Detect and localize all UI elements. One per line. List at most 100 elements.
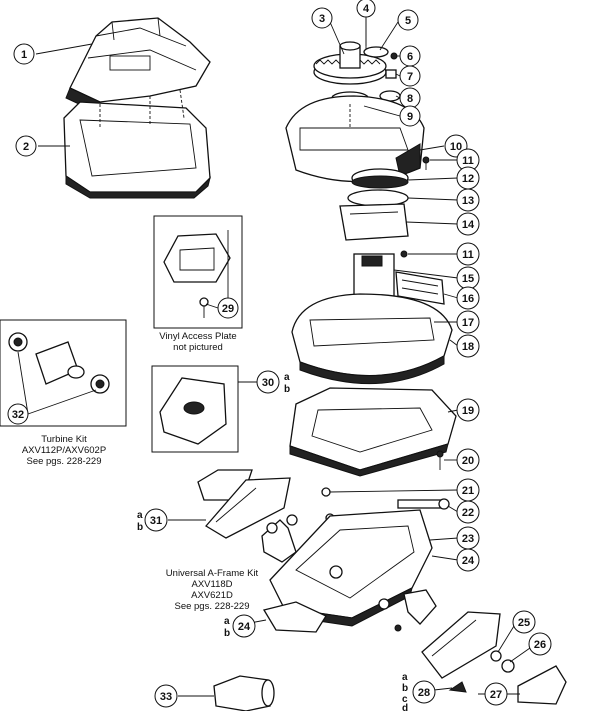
svg-text:3: 3 <box>319 13 325 25</box>
part-5-small-gear <box>363 46 389 58</box>
callout-26: 26 <box>528 632 552 656</box>
callout-32: 32 <box>7 403 29 425</box>
aframe-caption-line1: Universal A-Frame Kit <box>166 568 259 579</box>
callout-19: 19 <box>456 398 480 422</box>
svg-text:16: 16 <box>462 293 474 305</box>
part-16-side-panel <box>395 271 445 305</box>
svg-text:14: 14 <box>462 219 475 231</box>
svg-text:33: 33 <box>160 691 172 703</box>
variant-24-b: b <box>224 628 230 639</box>
part-31-side-bumper <box>197 469 291 539</box>
callout-7: 7 <box>399 65 421 87</box>
part-20-screw <box>436 450 444 470</box>
callout-29: 29 <box>217 297 239 319</box>
variant-28-d: d <box>402 703 408 711</box>
variant-31-b: b <box>137 522 143 533</box>
callout-11-lower: 11 <box>456 242 480 266</box>
svg-text:29: 29 <box>222 303 234 315</box>
turbine-caption-line1: Turbine Kit <box>41 434 87 445</box>
callout-27: 27 <box>484 682 508 706</box>
svg-text:2: 2 <box>23 141 29 153</box>
callout-24-left: 24 <box>232 614 256 638</box>
callout-20: 20 <box>456 448 480 472</box>
part-22-axle <box>397 498 450 510</box>
part-25-wheel <box>490 650 502 662</box>
svg-text:28: 28 <box>418 687 430 699</box>
svg-text:13: 13 <box>462 195 474 207</box>
part-19-base-plate <box>289 387 457 477</box>
part-7-nut <box>385 69 397 79</box>
variant-30-b: b <box>284 384 290 395</box>
callout-9: 9 <box>399 105 421 127</box>
svg-text:15: 15 <box>462 273 474 285</box>
svg-text:18: 18 <box>462 341 474 353</box>
variant-28-a: a <box>402 672 408 683</box>
svg-text:27: 27 <box>490 689 502 701</box>
callout-24-right: 24 <box>456 548 480 572</box>
svg-text:22: 22 <box>462 507 474 519</box>
svg-text:17: 17 <box>462 317 474 329</box>
part-33-hose-fitting <box>213 675 275 711</box>
svg-text:6: 6 <box>407 51 413 63</box>
part-1-top-cover <box>65 17 211 113</box>
variant-28-c: c <box>402 694 408 705</box>
callout-1: 1 <box>13 43 35 65</box>
svg-text:32: 32 <box>12 409 24 421</box>
callout-28: 28 <box>412 680 436 704</box>
svg-text:9: 9 <box>407 111 413 123</box>
a-frame-kit <box>261 514 298 563</box>
svg-text:1: 1 <box>21 49 27 61</box>
callout-30: 30 <box>256 370 280 394</box>
svg-text:4: 4 <box>363 3 370 15</box>
part-24-front-bumper <box>262 601 327 633</box>
callout-14: 14 <box>456 212 480 236</box>
part-18-lower-housing <box>291 293 453 385</box>
side-track-assembly <box>421 611 501 679</box>
svg-text:19: 19 <box>462 405 474 417</box>
variant-30-a: a <box>284 372 290 383</box>
svg-text:7: 7 <box>407 71 413 83</box>
svg-text:31: 31 <box>150 515 162 527</box>
callout-8: 8 <box>399 87 421 109</box>
part-28-clip <box>448 681 467 693</box>
callout-16: 16 <box>456 286 480 310</box>
callout-12: 12 <box>456 166 480 190</box>
vinyl-caption-line2: not pictured <box>173 342 223 353</box>
turbine-caption-line3: See pgs. 228-229 <box>26 456 101 467</box>
callout-18: 18 <box>456 334 480 358</box>
part-26-cap <box>501 659 515 673</box>
callouts: 1 2 3 4 5 6 7 8 9 10 11 12 13 14 11 15 1… <box>7 0 552 708</box>
svg-text:30: 30 <box>262 377 274 389</box>
part-3-gear <box>313 41 387 85</box>
callout-3: 3 <box>311 7 333 29</box>
callout-17: 17 <box>456 310 480 334</box>
svg-text:5: 5 <box>405 15 411 27</box>
part-14-bracket <box>339 203 409 241</box>
callout-21: 21 <box>456 478 480 502</box>
variant-31-a: a <box>137 510 143 521</box>
svg-text:24: 24 <box>462 555 475 567</box>
part-2-base-housing <box>63 89 211 199</box>
variant-28-b: b <box>402 683 408 694</box>
turbine-caption-line2: AXV112P/AXV602P <box>22 445 106 456</box>
svg-text:10: 10 <box>450 141 462 153</box>
part-29-vinyl-plate <box>163 233 231 318</box>
svg-text:24: 24 <box>238 621 251 633</box>
vinyl-caption-line1: Vinyl Access Plate <box>159 331 236 342</box>
cam-arm <box>378 589 437 632</box>
callout-33: 33 <box>154 684 178 708</box>
variant-letters: a b a b a b a b c d <box>137 372 408 711</box>
svg-text:21: 21 <box>462 485 474 497</box>
callout-5: 5 <box>397 9 419 31</box>
callout-31: 31 <box>144 508 168 532</box>
variant-24-a: a <box>224 616 230 627</box>
svg-text:25: 25 <box>518 617 530 629</box>
callout-2: 2 <box>15 135 37 157</box>
svg-text:11: 11 <box>462 249 474 261</box>
part-11-screw-upper <box>422 156 430 170</box>
part-12-disc <box>351 168 409 189</box>
callout-25: 25 <box>512 610 536 634</box>
aframe-caption-line4: See pgs. 228-229 <box>174 601 249 612</box>
part-11-screw-lower <box>400 250 408 258</box>
